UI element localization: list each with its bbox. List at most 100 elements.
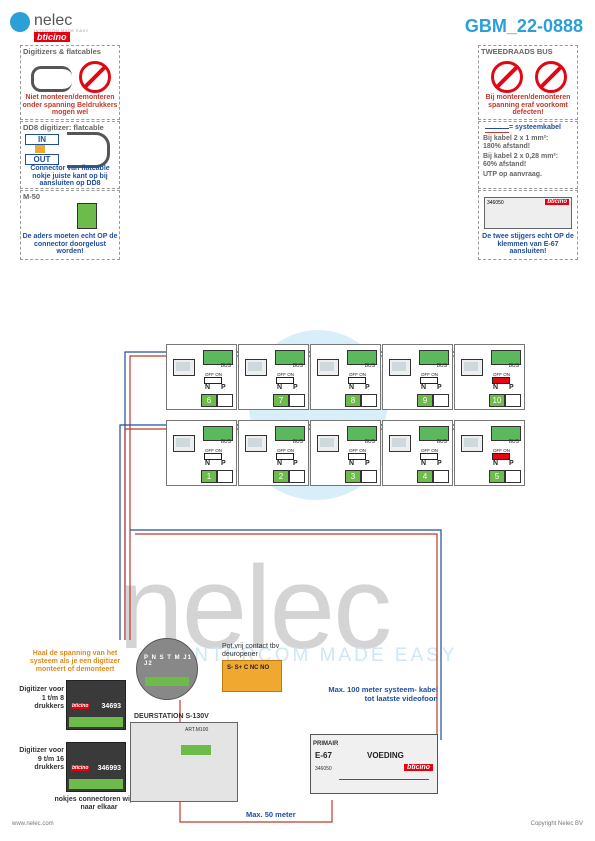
m50-title: M-50	[23, 192, 41, 201]
termination-switch	[204, 453, 222, 460]
unit-number: 6	[201, 394, 217, 407]
dd8-box: DD8 digitizer: flatcable IN OUT Connecto…	[20, 121, 120, 189]
p-box	[361, 394, 377, 407]
p-box	[361, 470, 377, 483]
door-station: ART.M100	[130, 722, 238, 802]
door-station-code: ART.M100	[185, 727, 209, 733]
digitizer-terminals	[69, 717, 123, 727]
n-label: N	[493, 460, 499, 467]
haal-note: Haal de spanning van het systeem als je …	[29, 650, 121, 673]
videophone-icon	[173, 359, 195, 376]
bus-terminal	[347, 426, 377, 441]
e67-note: De twee stijgers echt OP de klemmen van …	[482, 233, 574, 255]
videophone-icon	[389, 435, 411, 452]
nokjes-note: nokjes connectoren wijzen naar elkaar	[54, 796, 144, 811]
offon-label: OFF ON	[205, 448, 222, 453]
bus-terminal	[347, 350, 377, 365]
dd8-title: DD8 digitizer: flatcable	[23, 123, 104, 132]
door-station-terminals	[181, 745, 211, 755]
bus-box: TWEEDRAADS BUS Bij monteren/demonteren s…	[478, 45, 578, 120]
p-box	[505, 394, 521, 407]
unit-number: 8	[345, 394, 361, 407]
bus-label: BUS	[436, 439, 447, 445]
offon-label: OFF ON	[205, 372, 222, 377]
in-label: IN	[25, 134, 59, 145]
digitizer-2: 346993 bticino	[66, 742, 126, 792]
cable-legend: = systeemkabel	[509, 124, 561, 131]
bus-label: BUS	[220, 439, 231, 445]
door-station-label: DEURSTATION S-130V	[134, 713, 209, 720]
unit-number: 10	[489, 394, 505, 407]
psu-name: E-67	[315, 751, 332, 760]
cable-line-5: UTP op aanvraag.	[483, 171, 543, 178]
digitizer-brand: bticino	[71, 765, 90, 771]
no-plug-icon	[491, 61, 523, 93]
unit-number: 2	[273, 470, 289, 483]
terminal-j2: J2	[144, 661, 153, 667]
max100-note: Max. 100 meter systeem- kabel tot laatst…	[328, 685, 438, 703]
m50-note: De aders moeten echt OP de connector doo…	[22, 233, 118, 255]
n-label: N	[277, 384, 283, 391]
p-box	[289, 394, 305, 407]
bus-terminal	[203, 350, 233, 365]
unit-number: 5	[489, 470, 505, 483]
unit-number: 3	[345, 470, 361, 483]
footer-url[interactable]: www.nelec.com	[12, 821, 54, 827]
videophone-icon	[389, 359, 411, 376]
terminal-p: P	[144, 655, 149, 661]
brand-tagline: INTERCOM MADE EASY	[34, 28, 89, 33]
riser-cable-blue-2	[119, 424, 512, 640]
n-label: N	[349, 460, 355, 467]
unit-number: 1	[201, 470, 217, 483]
bus-label: BUS	[364, 439, 375, 445]
offon-label: OFF ON	[493, 372, 510, 377]
digitizer1-label: Digitizer voor 1 t/m 8 drukkers	[19, 686, 64, 710]
p-label: P	[221, 384, 226, 391]
bus-label: BUS	[364, 363, 375, 369]
p-label: P	[509, 384, 514, 391]
brand-name: nelec	[34, 12, 73, 29]
bus-label: BUS	[220, 363, 231, 369]
bus-terminal	[491, 350, 521, 365]
termination-switch	[492, 453, 510, 460]
p-label: P	[221, 460, 226, 467]
terminal-block-icon	[77, 203, 97, 229]
bus-terminal	[203, 426, 233, 441]
no-power-icon	[79, 61, 111, 93]
termination-switch	[420, 453, 438, 460]
termination-switch	[348, 377, 366, 384]
cable-line-4: 60% afstand!	[483, 161, 527, 168]
flatcable-icon	[31, 66, 72, 92]
relay-module: S- S+ C NC NO	[222, 660, 282, 692]
cable-line-2: 180% afstand!	[483, 143, 531, 150]
termination-switch	[420, 377, 438, 384]
n-label: N	[493, 384, 499, 391]
digitizers-box: Digitizers & flatcables Niet monteren/de…	[20, 45, 120, 120]
termination-switch	[204, 377, 222, 384]
connector-icon	[35, 145, 45, 153]
bus-warning: Bij monteren/demonteren spanning eraf vo…	[485, 94, 571, 116]
n-label: N	[349, 384, 355, 391]
e67-code: 346050	[487, 200, 504, 206]
digitizer-terminals	[69, 779, 123, 789]
psu-cable-red	[135, 533, 438, 740]
offon-label: OFF ON	[349, 372, 366, 377]
relay-terms: S- S+ C NC NO	[227, 665, 270, 671]
terminal-strip	[145, 677, 189, 686]
bus-label: BUS	[292, 363, 303, 369]
terminal-labels: P N S T M J1 J2	[144, 655, 192, 667]
offon-label: OFF ON	[421, 372, 438, 377]
